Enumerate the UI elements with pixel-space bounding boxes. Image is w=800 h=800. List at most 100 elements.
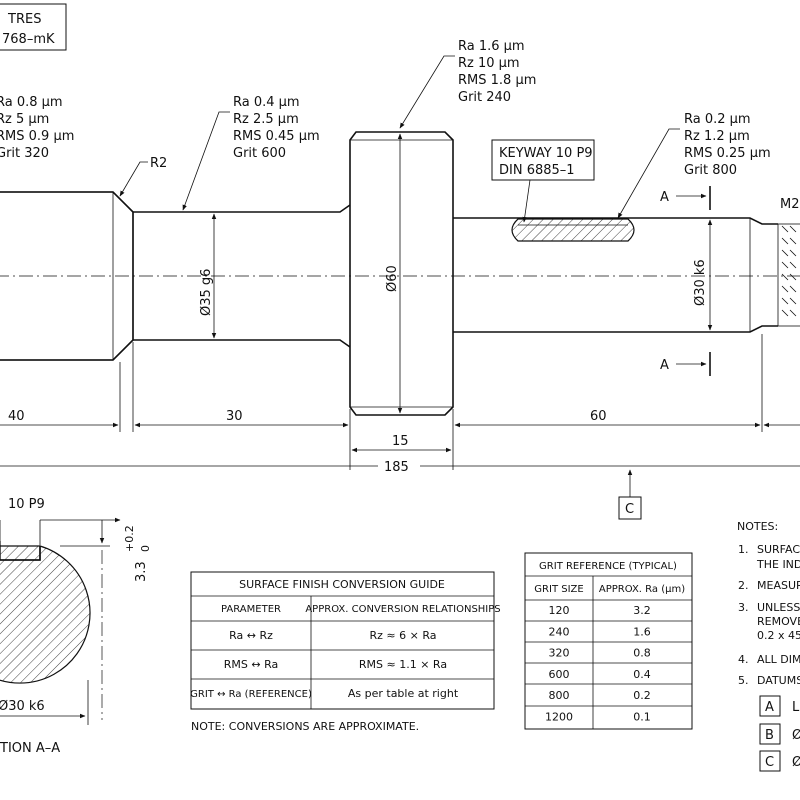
conversion-table: SURFACE FINISH CONVERSION GUIDE PARAMETE… [190,571,501,733]
notes-block: NOTES: 1. SURFAC THE IND 2. MEASUR 3. UN… [737,520,800,772]
finish-2-line-4: Grit 600 [233,146,286,161]
grit-size-cell: 120 [549,604,570,617]
note-4-line-1: ALL DIM [757,653,800,666]
dim-diameter-30: Ø30 k6 [693,219,713,331]
grit-table-title: GRIT REFERENCE (TYPICAL) [539,561,677,572]
radius-label: R2 [150,156,167,171]
datum-a-letter: A [765,700,774,715]
grit-ra-cell: 1.6 [633,625,651,638]
finish-3-line-4: Grit 240 [458,90,511,105]
conversion-table-note: NOTE: CONVERSIONS ARE APPROXIMATE. [191,720,419,733]
keyway-callout: KEYWAY 10 P9 DIN 6885–1 [491,139,595,223]
finish-1-line-2: Rz 5 μm [0,112,49,127]
datum-b-letter: B [765,728,774,743]
conversion-row-2-rel: RMS ≈ 1.1 × Ra [359,658,447,671]
finish-callout-2: Ra 0.4 μm Rz 2.5 μm RMS 0.45 μm Grit 600 [182,95,320,211]
grit-ra-cell: 0.2 [633,689,651,702]
finish-callout-1: Ra 0.8 μm Rz 5 μm RMS 0.9 μm Grit 320 [0,95,74,161]
keyway-callout-line-1: KEYWAY 10 P9 [499,146,593,161]
grit-size-cell: 1200 [545,711,573,724]
finish-3-line-1: Ra 1.6 μm [458,39,525,54]
thread-lines [781,225,797,317]
section-marker-bottom-label: A [660,358,669,373]
conversion-row-1-param: Ra ↔ Rz [229,629,273,642]
conversion-row-3-param: GRIT ↔ Ra (REFERENCE) [190,689,312,700]
datum-c-text: Ø [792,755,800,770]
dim-diameter-35-label: Ø35 g6 [199,269,214,316]
title-line-1: TRES [7,12,41,27]
conversion-row-1-rel: Rz ≈ 6 × Ra [370,629,437,642]
finish-4-line-4: Grit 800 [684,163,737,178]
section-depth-label: 3.3 [134,561,149,582]
finish-4-line-2: Rz 1.2 μm [684,129,750,144]
finish-callout-4: Ra 0.2 μm Rz 1.2 μm RMS 0.25 μm Grit 800 [617,112,771,219]
note-5-line-1: DATUMS [757,674,800,687]
finish-1-line-4: Grit 320 [0,146,49,161]
note-4-num: 4. [738,653,749,666]
note-1-line-1: SURFAC [757,543,800,556]
conversion-table-title: SURFACE FINISH CONVERSION GUIDE [239,578,445,591]
section-diameter-label: Ø30 k6 [0,699,45,714]
grit-size-cell: 320 [549,647,570,660]
finish-4-line-1: Ra 0.2 μm [684,112,751,127]
dim-diameter-60: Ø60 [385,133,403,414]
datum-b-text: Ø [792,728,800,743]
note-3-line-1: UNLESS [757,601,800,614]
section-marker-top-label: A [660,190,669,205]
grit-header-ra: APPROX. Ra (μm) [599,584,685,595]
section-marker-bottom: A [660,352,711,376]
grit-table: GRIT REFERENCE (TYPICAL) GRIT SIZE APPRO… [524,552,693,730]
grit-ra-cell: 0.1 [633,711,651,724]
finish-2-line-3: RMS 0.45 μm [233,129,320,144]
conversion-header-parameter: PARAMETER [221,604,281,615]
note-3-line-2: REMOVE [757,615,800,628]
finish-4-line-3: RMS 0.25 μm [684,146,771,161]
datum-c-letter: C [765,755,774,770]
note-3-num: 3. [738,601,749,614]
length-dimensions: 40 30 15 60 185 [0,334,800,475]
dim-diameter-30-label: Ø30 k6 [693,259,708,306]
finish-3-line-3: RMS 1.8 μm [458,73,536,88]
section-keyway-label: 10 P9 [8,497,45,512]
note-2-num: 2. [738,579,749,592]
grit-ra-cell: 0.8 [633,647,651,660]
finish-1-line-3: RMS 0.9 μm [0,129,74,144]
section-title: TION A–A [0,741,60,756]
dim-length-40: 40 [8,409,25,424]
grit-size-cell: 800 [549,689,570,702]
finish-2-line-2: Rz 2.5 μm [233,112,299,127]
dim-diameter-60-label: Ø60 [385,265,400,292]
section-view-a-a: 10 P9 3.3 +0.2 0 Ø30 k6 TION A–A [0,497,152,756]
section-marker-top: A [660,186,711,210]
grit-size-cell: 600 [549,668,570,681]
grit-ra-cell: 3.2 [633,604,651,617]
conversion-row-3-rel: As per table at right [348,687,459,700]
note-2-line-1: MEASUR [757,579,800,592]
datum-c-label: C [625,502,634,517]
dim-length-15: 15 [392,434,409,449]
notes-heading: NOTES: [737,520,778,533]
datum-a-text: L [792,700,800,715]
shaft-body: M24 [0,131,800,416]
finish-1-line-1: Ra 0.8 μm [0,95,63,110]
note-3-line-3: 0.2 x 45 [757,629,800,642]
note-1-num: 1. [738,543,749,556]
conversion-header-relationship: APPROX. CONVERSION RELATIONSHIPS [305,604,500,615]
grit-size-cell: 240 [549,625,570,638]
note-5-num: 5. [738,674,749,687]
title-line-2: 768–mK [2,32,55,47]
thread-label: M24 [780,197,800,212]
grit-rows: 120 3.2 240 1.6 320 0.8 600 0.4 800 0.2 1200 0.1 [545,604,651,724]
finish-3-line-2: Rz 10 μm [458,56,520,71]
section-depth-tol-lower: 0 [139,545,152,552]
conversion-row-2-param: RMS ↔ Ra [224,658,278,671]
section-depth-tol-upper: +0.2 [123,525,136,552]
dim-diameter-35: Ø35 g6 [199,213,217,339]
title-block: TRES 768–mK [0,3,67,51]
datum-c-symbol: C [618,469,642,520]
grit-header-size: GRIT SIZE [534,584,583,595]
grit-ra-cell: 0.4 [633,668,651,681]
finish-2-line-1: Ra 0.4 μm [233,95,300,110]
dim-length-30: 30 [226,409,243,424]
